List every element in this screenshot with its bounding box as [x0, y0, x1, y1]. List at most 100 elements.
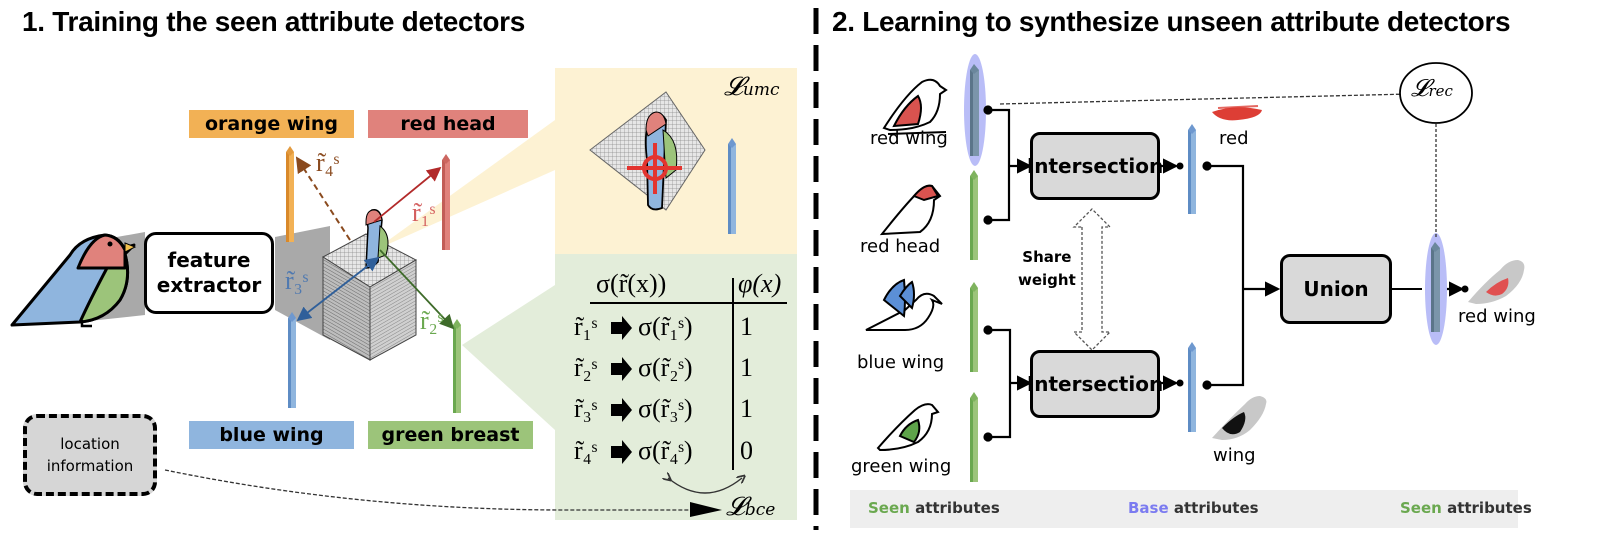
location-information-box: location information — [23, 414, 157, 496]
legend-key: Seen — [868, 499, 910, 517]
table-row-3-output: σ(r̃₃ˢ) — [638, 394, 693, 423]
attr-label-red-head: red head — [368, 110, 528, 138]
legend-item-seen-1: Seen attributes — [868, 499, 1000, 517]
vector-label-r1: r̃₁ˢ — [412, 198, 436, 227]
legend-bar: Seen attributes Base attributes Seen att… — [850, 490, 1532, 528]
union-box: Union — [1280, 254, 1392, 324]
location-arrowhead — [690, 502, 722, 517]
table-row-4-input: r̃₄ˢ — [574, 436, 598, 465]
umc-feature-map — [589, 91, 706, 211]
attr-text: orange wing — [204, 113, 339, 135]
red-brush-icon — [1212, 105, 1262, 121]
bce-loss-label: 𝓛bce — [726, 492, 775, 523]
attr-text: red head — [400, 113, 496, 135]
arrow-r2 — [379, 249, 455, 330]
attr-label-green-breast: green breast — [368, 421, 533, 449]
green-wing-bird-icon-input — [876, 403, 940, 452]
loss-subscript: rec — [1428, 82, 1453, 100]
input-label-green-wing: green wing — [851, 456, 952, 477]
target-crosshair-icon — [627, 143, 682, 194]
input-vector-red-wing — [970, 64, 979, 156]
connector-top — [983, 105, 1033, 225]
panel1-title: 1. Training the seen attribute detectors — [22, 6, 526, 37]
input-vector-green-wing — [970, 392, 978, 482]
connector-bottom — [983, 325, 1033, 442]
feature-extractor-box: feature extractor — [144, 232, 274, 314]
input-label-blue-wing: blue wing — [857, 352, 945, 373]
loss-symbol: 𝓛 — [726, 492, 745, 522]
loss-symbol: 𝓛 — [724, 72, 743, 102]
red-head-bird-icon-input — [879, 184, 942, 236]
vector-label-r4: r̃₄ˢ — [316, 148, 340, 177]
table-row-1-input: r̃₁ˢ — [574, 312, 598, 341]
table-arrows — [611, 316, 632, 464]
base-vector-red — [1188, 124, 1196, 214]
output-label-red-wing: red wing — [1458, 306, 1536, 327]
rec-loss-label: 𝓛rec — [1411, 74, 1453, 102]
loss-subscript: bce — [744, 500, 776, 520]
vector-orange-wing — [286, 146, 294, 242]
attr-label-orange-wing: orange wing — [189, 110, 354, 138]
bce-curve-arrow — [668, 478, 742, 494]
base-label-wing: wing — [1213, 445, 1256, 466]
share-weight-label: Share weight — [1018, 246, 1076, 292]
table-row-3-phi: 1 — [740, 394, 753, 423]
blue-wing-bird-icon-input — [865, 278, 943, 331]
red-wing-bird-icon — [1468, 260, 1525, 304]
vector-label-r3: r̃₃ˢ — [285, 266, 309, 295]
vector-red-head — [442, 154, 450, 250]
table-row-1-output: σ(r̃₁ˢ) — [638, 312, 693, 341]
input-vector-red-head — [970, 170, 978, 260]
feature-extractor-line1: feature — [167, 248, 251, 272]
share-weight-arrow — [1072, 208, 1112, 351]
table-row-1-phi: 1 — [740, 312, 753, 341]
table-header-right: φ(x) — [738, 269, 782, 298]
location-line2: information — [46, 457, 134, 475]
table-row-2-output: σ(r̃₂ˢ) — [638, 353, 693, 382]
wing-bird-icon — [1212, 396, 1267, 440]
intersection-box-top: Intersection — [1027, 132, 1163, 200]
legend-rest: attributes — [909, 499, 1000, 517]
vector-label-r2: r̃₂ˢ — [420, 306, 444, 335]
rec-loss-ellipse — [1399, 62, 1473, 124]
input-vector-blue-wing — [970, 282, 978, 372]
base-vector-wing — [1188, 342, 1196, 432]
legend-rest: attributes — [1168, 499, 1259, 517]
union-output-line — [1392, 288, 1422, 290]
loss-subscript: umc — [742, 80, 780, 100]
share-weight-line2: weight — [1018, 271, 1076, 289]
output-vector-red-wing — [1431, 242, 1440, 332]
attr-text: blue wing — [219, 424, 324, 446]
umc-vector — [728, 138, 736, 234]
vector-green-breast — [453, 319, 461, 413]
location-line1: location — [60, 435, 120, 453]
legend-key: Base — [1128, 499, 1169, 517]
input-label-red-head: red head — [860, 236, 941, 257]
feature-extractor-line2: extractor — [156, 273, 262, 297]
arrow-r1 — [373, 166, 442, 223]
intersection-box-bottom: Intersection — [1027, 350, 1163, 418]
attr-text: green breast — [381, 424, 520, 446]
legend-key: Seen — [1400, 499, 1442, 517]
location-link — [164, 469, 708, 511]
attr-label-blue-wing: blue wing — [189, 421, 354, 449]
vector-blue-wing — [288, 312, 296, 408]
input-label-red-wing: red wing — [870, 128, 948, 149]
table-row-4-phi: 0 — [740, 436, 753, 465]
panel2-title: 2. Learning to synthesize unseen attribu… — [832, 6, 1511, 37]
red-wing-bird-icon-input — [882, 78, 948, 135]
table-row-2-input: r̃₂ˢ — [574, 353, 598, 382]
rec-link-horizontal — [999, 92, 1451, 105]
input-bird-icon — [10, 233, 137, 328]
legend-item-base: Base attributes — [1128, 499, 1259, 517]
table-header-left: σ(r̃(x)) — [596, 269, 667, 298]
bce-beam — [462, 285, 555, 430]
arrow-r4 — [295, 156, 351, 241]
share-weight-line1: Share — [1022, 248, 1072, 266]
umc-loss-label: 𝓛umc — [724, 72, 780, 103]
umc-beam — [375, 120, 555, 250]
table-row-4-output: σ(r̃₄ˢ) — [638, 436, 693, 465]
base-label-red: red — [1219, 128, 1249, 149]
